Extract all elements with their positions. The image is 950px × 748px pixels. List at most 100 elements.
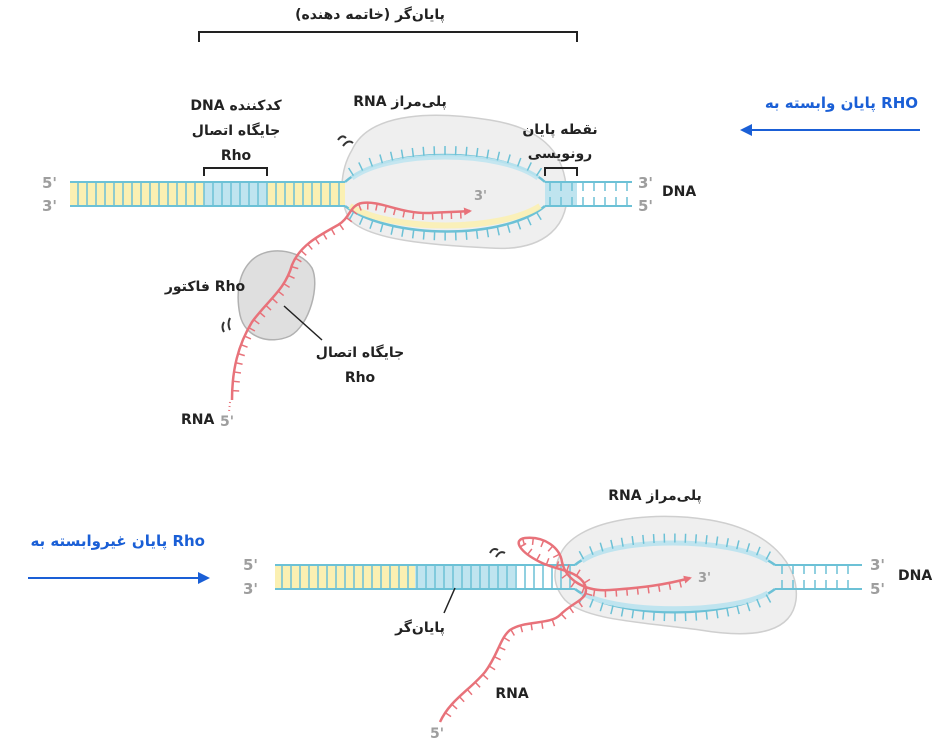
base: [494, 656, 501, 661]
base: [705, 610, 708, 620]
base: [389, 151, 394, 161]
rho-dependent-panel: پایان‌گر (خاتمه دهنده) 5' 3' 3' 5' DNA: [42, 6, 920, 430]
base: [531, 537, 535, 546]
dna-bottom-5-end: 5': [638, 197, 653, 215]
dna-bottom-3-end: 3': [42, 197, 57, 215]
base: [705, 535, 708, 545]
base: [642, 610, 645, 620]
base: [615, 589, 618, 597]
rho-binding-dna-label-line2: جایگاه اتصال: [192, 122, 280, 139]
base: [295, 257, 302, 263]
base: [631, 536, 635, 546]
base: [291, 265, 299, 270]
dna-bubble-top-fill: [350, 154, 540, 181]
base: [568, 606, 575, 614]
base: [592, 589, 596, 597]
base: [277, 290, 285, 297]
rna-3-end: 3': [698, 571, 711, 586]
base: [465, 146, 468, 156]
base: [465, 230, 468, 240]
rna-transcript: [230, 201, 472, 401]
base: [678, 580, 682, 588]
rho-independent-label: پایان غیروابسته به Rho: [30, 532, 205, 551]
rna-3-end: 3': [474, 189, 487, 204]
rna-polymerase-label: RNA پلی‌مراز: [353, 94, 447, 110]
base: [259, 311, 266, 318]
base: [547, 545, 554, 552]
base: [578, 550, 585, 560]
base: [390, 225, 394, 235]
base: [458, 696, 465, 703]
base: [736, 605, 740, 615]
base: [412, 212, 415, 220]
vibration-marks-icon: [337, 135, 354, 147]
base: [575, 569, 581, 577]
base: [233, 371, 242, 374]
base: [535, 553, 541, 561]
dna-bubble-bottom-fill: [580, 590, 770, 612]
base: [545, 558, 550, 566]
dna-base-pairs: [281, 565, 849, 589]
base: [599, 542, 604, 552]
rna-label: RNA: [495, 686, 528, 702]
rna-binding-site-label-line2: Rho: [345, 370, 376, 386]
dna-bottom-5-end: 5': [870, 580, 885, 598]
base: [475, 229, 479, 239]
base: [314, 237, 320, 245]
base: [642, 534, 645, 544]
base: [444, 712, 452, 718]
base: [715, 536, 719, 546]
base: [496, 226, 500, 236]
base: [647, 586, 650, 594]
base: [375, 203, 378, 211]
base: [240, 344, 248, 348]
base: [347, 167, 355, 177]
base: [516, 220, 522, 230]
base: [498, 646, 506, 651]
rho-binding-dna-label-line3: Rho: [221, 148, 252, 164]
termination-bracket: [544, 167, 578, 176]
base: [235, 361, 243, 365]
termination-point-label-line1: نقطه پایان: [522, 122, 597, 138]
base: [570, 581, 576, 588]
base: [287, 274, 295, 279]
base: [392, 208, 397, 216]
dna-yellow-left: [70, 182, 204, 206]
base: [668, 582, 672, 590]
base: [765, 594, 772, 603]
base: [411, 147, 415, 158]
base: [535, 211, 542, 221]
base: [715, 609, 719, 619]
base: [561, 573, 568, 579]
base: [566, 564, 570, 572]
base: [620, 537, 624, 547]
base: [383, 205, 388, 213]
terminator-title: پایان‌گر (خاتمه دهنده): [295, 6, 445, 23]
base: [636, 587, 639, 595]
base: [379, 223, 384, 233]
base: [552, 553, 560, 559]
dna-base-pairs: [77, 182, 628, 206]
rho-dependent-label: پایان وابسته به RHO: [765, 94, 918, 113]
base: [583, 578, 591, 584]
base: [253, 319, 260, 325]
rho-independent-panel: 5' 3' 3' 5' DNA 3' 5' RNA پلی‌مراز پایان…: [28, 488, 932, 742]
dna-bubble-ticks: [347, 145, 543, 241]
rna-bases: [232, 202, 462, 392]
base: [402, 210, 406, 218]
rho-factor: [237, 250, 316, 341]
rna-5-end: 5': [220, 414, 234, 430]
base: [555, 563, 563, 568]
dna-top-3-end: 3': [638, 174, 653, 192]
base: [519, 542, 527, 548]
base: [351, 209, 358, 215]
terminator-leader: [443, 587, 456, 614]
base: [585, 592, 593, 597]
base: [300, 250, 307, 256]
base: [411, 229, 415, 239]
base: [610, 539, 614, 549]
base: [526, 216, 532, 226]
terminator-label: پایان‌گر: [394, 619, 445, 636]
rho-factor-label: فاکتور Rho: [164, 279, 246, 295]
base: [589, 598, 594, 608]
